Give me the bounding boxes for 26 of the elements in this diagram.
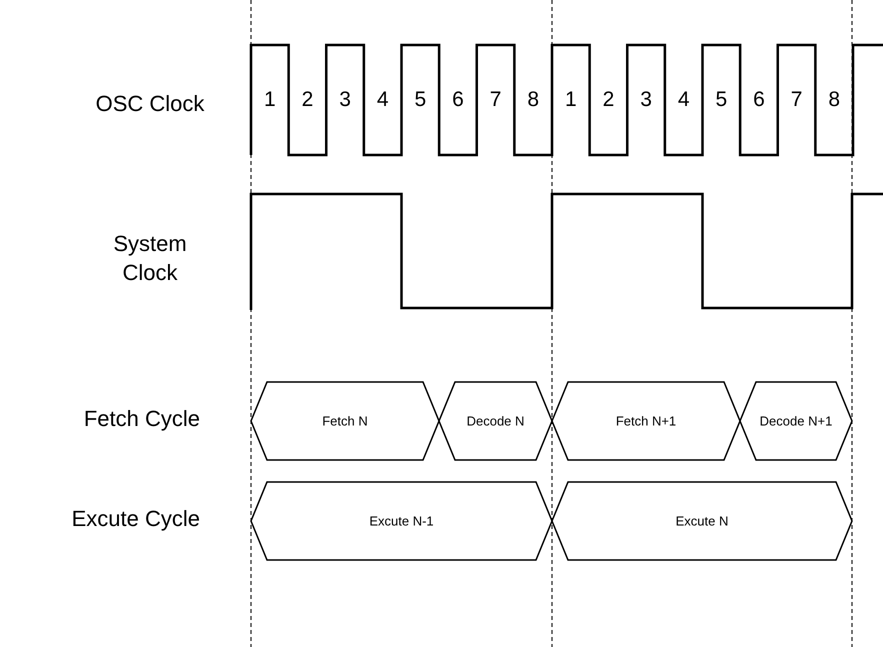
cycle-number: 7 <box>488 87 502 113</box>
segment-label: Excute N <box>674 514 730 528</box>
segment-label: Fetch N+1 <box>614 414 678 428</box>
cycle-number: 1 <box>262 87 277 113</box>
segment-label: Fetch N <box>321 414 369 428</box>
cycle-number: 7 <box>790 87 804 113</box>
cycle-number: 2 <box>300 87 314 113</box>
segment-label: Decode N <box>466 414 526 428</box>
cycle-number: 3 <box>639 87 653 113</box>
signal-label: OSC Clock <box>94 90 206 118</box>
cycle-number: 3 <box>338 87 352 113</box>
cycle-number: 8 <box>526 87 540 113</box>
cycle-number: 8 <box>827 87 842 113</box>
cycle-number: 6 <box>752 87 766 113</box>
cycle-number: 2 <box>602 87 616 113</box>
cycle-number: 1 <box>564 87 578 113</box>
signal-label: Excute Cycle <box>70 505 200 533</box>
cycle-number: 4 <box>376 87 390 113</box>
cycle-number: 5 <box>714 87 728 113</box>
cycle-number: 4 <box>676 87 691 113</box>
segment-label: Decode N+1 <box>758 414 834 428</box>
cycle-number: 5 <box>413 87 428 113</box>
signal-label: Fetch Cycle <box>82 405 200 433</box>
segment-label: Excute N-1 <box>368 514 435 528</box>
cycle-number: 6 <box>451 87 465 113</box>
signal-label: System Clock <box>112 230 188 287</box>
